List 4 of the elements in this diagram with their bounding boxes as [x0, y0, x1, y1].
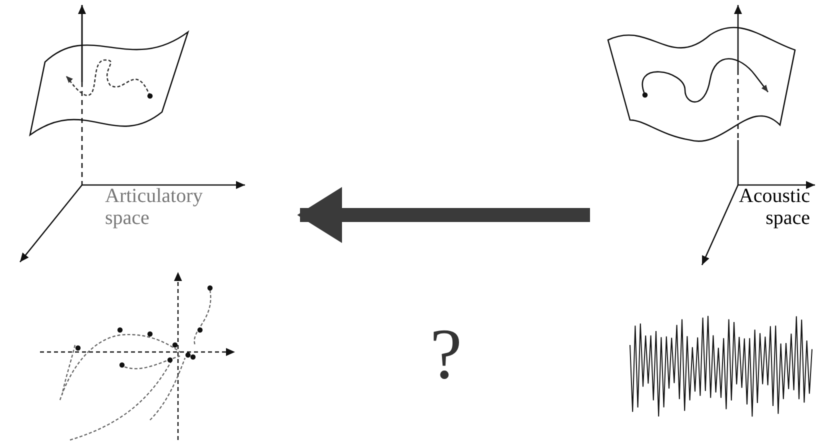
axis-label: Acoustic space: [738, 185, 810, 229]
question-mark: ?: [430, 318, 462, 390]
arrow: [297, 187, 590, 243]
axis-label: Articulatory space: [105, 185, 204, 229]
